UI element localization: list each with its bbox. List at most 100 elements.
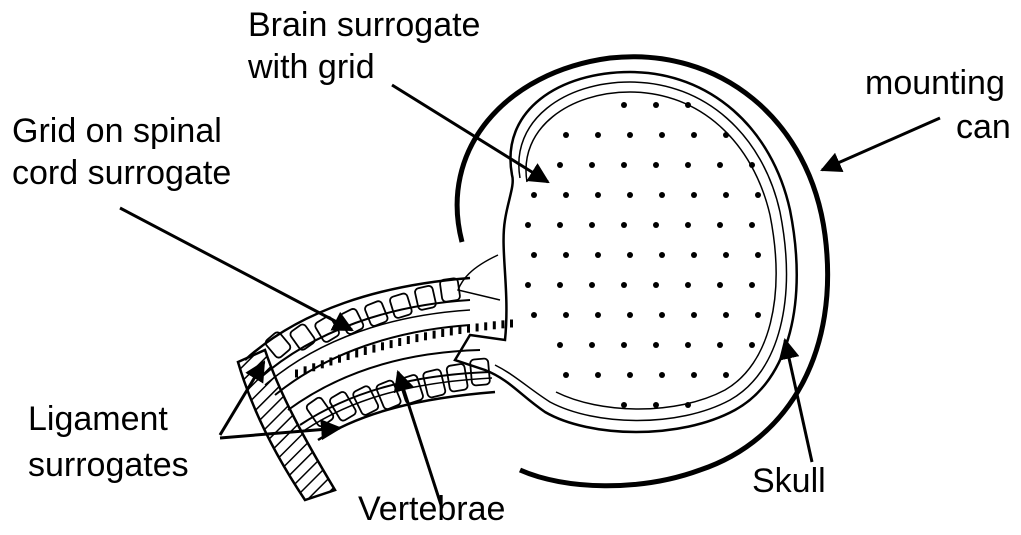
grid-dot [691, 312, 697, 318]
grid-dot [749, 162, 755, 168]
cord-grid-mark [372, 345, 375, 353]
grid-dot [685, 162, 691, 168]
grid-dot [563, 312, 569, 318]
grid-dot [653, 162, 659, 168]
grid-dot [717, 222, 723, 228]
grid-dot [685, 222, 691, 228]
cord-grid-mark [347, 352, 350, 360]
grid-dot [595, 132, 601, 138]
cord-grid-mark [493, 321, 496, 329]
grid-dot [691, 132, 697, 138]
cord-grid-mark [510, 320, 513, 328]
grid-dot [691, 372, 697, 378]
cord-grid-mark [338, 355, 341, 363]
grid-dot [749, 342, 755, 348]
grid-dot [717, 162, 723, 168]
grid-dot [589, 162, 595, 168]
grid-dot [557, 342, 563, 348]
grid-dot [589, 222, 595, 228]
grid-dot [659, 252, 665, 258]
mounting-can-outline [457, 57, 828, 486]
grid-dot [627, 312, 633, 318]
grid-dot [595, 192, 601, 198]
grid-dot [531, 312, 537, 318]
grid-dot [563, 192, 569, 198]
cord-grid-mark [407, 336, 410, 344]
grid-dot [749, 222, 755, 228]
grid-dot [723, 252, 729, 258]
cord-grid-mark [458, 326, 461, 334]
grid-dot [563, 372, 569, 378]
mounting-can-label-line1: mounting [865, 64, 1005, 102]
cord-grid-mark [501, 320, 504, 328]
cord-grid-mark [484, 322, 487, 330]
grid-dot [627, 252, 633, 258]
grid-dot [685, 342, 691, 348]
cord-grid-mark [424, 332, 427, 340]
grid-dot [621, 222, 627, 228]
cord-grid-mark [441, 329, 444, 337]
cord-grid-mark [415, 334, 418, 342]
grid-dot [627, 192, 633, 198]
cord-grid-mark [398, 338, 401, 346]
cord-grid-mark [476, 323, 479, 331]
grid-dot [691, 192, 697, 198]
grid-dot [557, 222, 563, 228]
grid-dot [621, 102, 627, 108]
cord-grid-mark [364, 347, 367, 355]
vertebrae-label: Vertebrae [358, 490, 505, 528]
cord-grid-mark [355, 349, 358, 357]
cord-grid-mark [329, 357, 332, 365]
ligament-surrogate-hatched [238, 350, 335, 500]
grid-dot [531, 252, 537, 258]
grid-dot [563, 132, 569, 138]
grid-dot [621, 162, 627, 168]
grid-dot [563, 252, 569, 258]
grid-dot [525, 222, 531, 228]
grid-dot [595, 372, 601, 378]
cord-grid-mark [304, 366, 307, 374]
ligament-label-line2: surrogates [28, 446, 189, 484]
grid-dot [621, 342, 627, 348]
grid-dot [621, 282, 627, 288]
grid-dot [659, 132, 665, 138]
grid-dot [723, 372, 729, 378]
brain-surrogate-label-line1: Brain surrogate [248, 6, 480, 44]
grid-dot [685, 402, 691, 408]
grid-dot [691, 252, 697, 258]
vertebrae-arrow [398, 372, 442, 508]
grid-dot [627, 372, 633, 378]
grid-dot [723, 132, 729, 138]
mounting-arrow [822, 118, 940, 170]
skull-outline [455, 72, 797, 432]
grid-dot [621, 402, 627, 408]
grid-spinal-label-line1: Grid on spinal [12, 112, 222, 150]
grid-dot [755, 252, 761, 258]
grid-dot [595, 312, 601, 318]
grid-dot [595, 252, 601, 258]
brain-grid-dots [525, 102, 761, 408]
vertebra-block [414, 285, 436, 310]
grid-dot [653, 282, 659, 288]
vertebra-block [446, 363, 468, 392]
cord-grid-mark [295, 370, 298, 378]
cord-grid-mark [312, 363, 315, 371]
grid-dot [685, 102, 691, 108]
cord-grid-mark [433, 331, 436, 339]
grid-dot [717, 342, 723, 348]
grid-arrow [120, 208, 352, 330]
grid-dot [589, 342, 595, 348]
ligament-label-line1: Ligament [28, 400, 168, 438]
cord-grid-mark [450, 327, 453, 335]
brain-surrogate-label-line2: with grid [248, 48, 375, 86]
grid-dot [525, 282, 531, 288]
grid-dot [723, 192, 729, 198]
grid-dot [659, 372, 665, 378]
grid-dot [659, 192, 665, 198]
brain-arrow [392, 85, 548, 182]
grid-dot [717, 282, 723, 288]
skull-label: Skull [752, 462, 826, 500]
grid-dot [755, 192, 761, 198]
grid-dot [589, 282, 595, 288]
grid-dot [685, 282, 691, 288]
